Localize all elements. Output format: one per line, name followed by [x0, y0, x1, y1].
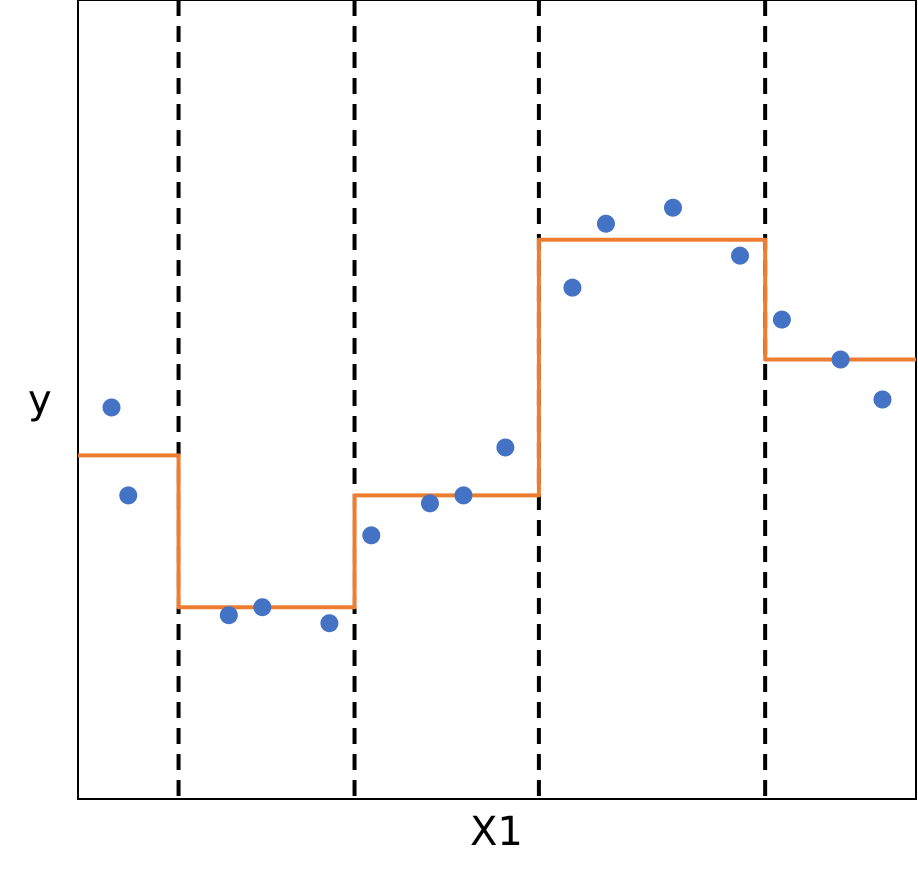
step-fit-path	[78, 237, 916, 610]
data-point-9	[496, 438, 515, 457]
data-point-13	[731, 246, 750, 265]
data-point-6	[362, 526, 381, 545]
data-point-11	[596, 214, 615, 233]
x-axis-label: X1	[470, 809, 523, 855]
data-point-16	[873, 390, 892, 409]
y-axis-label: y	[28, 377, 52, 423]
data-point-15	[831, 350, 850, 369]
plot-frame	[77, 0, 917, 800]
data-point-12	[663, 198, 682, 217]
data-point-8	[454, 486, 473, 505]
data-point-1	[102, 398, 121, 417]
step-fit-line	[78, 237, 916, 610]
data-point-3	[219, 606, 238, 625]
split-lines	[176, 0, 768, 799]
data-point-2	[119, 486, 138, 505]
data-point-10	[563, 278, 582, 297]
data-point-7	[420, 494, 439, 513]
data-point-14	[772, 310, 791, 329]
data-point-4	[253, 598, 272, 617]
data-point-5	[320, 614, 339, 633]
scatter-points	[102, 198, 892, 633]
